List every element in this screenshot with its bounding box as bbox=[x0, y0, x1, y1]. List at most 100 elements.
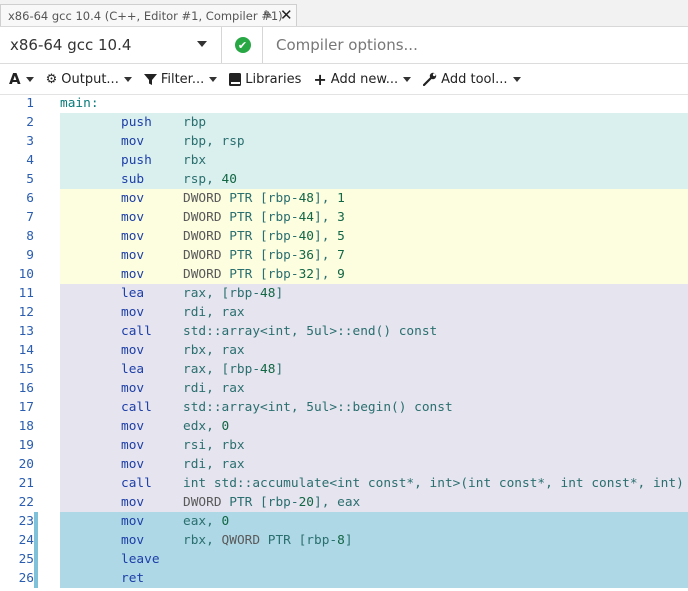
code-line[interactable]: 10 mov DWORD PTR [rbp-32], 9 bbox=[0, 265, 688, 284]
asm-mnemonic: mov bbox=[121, 381, 145, 396]
asm-operands: DWORD PTR [rbp-32], 9 bbox=[183, 267, 345, 282]
filter-icon bbox=[143, 73, 157, 85]
plus-icon: + bbox=[313, 69, 327, 89]
line-number: 10 bbox=[18, 267, 34, 282]
asm-operands: rdi, rax bbox=[183, 305, 245, 320]
libraries-button[interactable]: Libraries bbox=[229, 72, 301, 87]
line-number: 23 bbox=[18, 514, 34, 529]
line-highlight bbox=[60, 265, 688, 284]
asm-operands: DWORD PTR [rbp-36], 7 bbox=[183, 248, 345, 263]
output-menu-button[interactable]: ⚙ Output... bbox=[46, 72, 132, 87]
asm-operands: rbx, QWORD PTR [rbp-8] bbox=[183, 533, 353, 548]
line-number: 14 bbox=[18, 343, 34, 358]
line-marker bbox=[34, 550, 38, 569]
line-marker bbox=[34, 569, 38, 588]
line-number: 9 bbox=[26, 248, 34, 263]
line-highlight bbox=[60, 569, 688, 588]
line-number: 11 bbox=[18, 286, 34, 301]
chevron-down-icon bbox=[123, 76, 132, 82]
asm-mnemonic: leave bbox=[121, 552, 160, 567]
line-number: 13 bbox=[18, 324, 34, 339]
asm-operands: DWORD PTR [rbp-44], 3 bbox=[183, 210, 345, 225]
chevron-down-icon bbox=[403, 76, 412, 82]
edit-pencil-icon[interactable]: ✎ bbox=[263, 8, 274, 22]
line-highlight bbox=[60, 550, 688, 569]
code-line[interactable]: 23 mov eax, 0 bbox=[0, 512, 688, 531]
asm-operands: rbp, rsp bbox=[183, 134, 245, 149]
line-number: 7 bbox=[26, 210, 34, 225]
line-highlight bbox=[60, 512, 688, 531]
line-number: 5 bbox=[26, 172, 34, 187]
compiler-tab[interactable]: x86-64 gcc 10.4 (C++, Editor #1, Compile… bbox=[0, 4, 297, 26]
line-number: 8 bbox=[26, 229, 34, 244]
chevron-down-icon bbox=[209, 76, 218, 82]
close-icon[interactable]: ✕ bbox=[280, 6, 293, 24]
asm-mnemonic: mov bbox=[121, 134, 145, 149]
asm-operands: std::array<int, 5ul>::begin() const bbox=[183, 400, 453, 415]
line-number: 15 bbox=[18, 362, 34, 377]
line-number: 25 bbox=[18, 552, 34, 567]
line-highlight bbox=[60, 170, 688, 189]
asm-mnemonic: mov bbox=[121, 229, 145, 244]
asm-mnemonic: mov bbox=[121, 438, 145, 453]
line-highlight bbox=[60, 246, 688, 265]
line-highlight bbox=[60, 341, 688, 360]
font-menu-button[interactable]: A bbox=[9, 70, 34, 88]
asm-operands: eax, 0 bbox=[183, 514, 230, 529]
add-new-button[interactable]: + Add new... bbox=[313, 69, 412, 89]
line-highlight bbox=[60, 398, 688, 417]
code-line[interactable]: 25 leave bbox=[0, 550, 688, 569]
compiler-bar: x86-64 gcc 10.4 ✔ bbox=[0, 27, 688, 64]
line-marker bbox=[34, 531, 38, 550]
line-number: 17 bbox=[18, 400, 34, 415]
asm-mnemonic: mov bbox=[121, 267, 145, 282]
compile-status[interactable]: ✔ bbox=[223, 27, 263, 63]
asm-mnemonic: mov bbox=[121, 514, 145, 529]
asm-mnemonic: mov bbox=[121, 457, 145, 472]
asm-operands: DWORD PTR [rbp-40], 5 bbox=[183, 229, 345, 244]
asm-mnemonic: mov bbox=[121, 210, 145, 225]
line-highlight bbox=[60, 436, 688, 455]
add-tool-button[interactable]: Add tool... bbox=[423, 72, 521, 87]
asm-operands: rdi, rax bbox=[183, 381, 245, 396]
line-highlight bbox=[60, 189, 688, 208]
code-line[interactable]: 7 mov DWORD PTR [rbp-44], 3 bbox=[0, 208, 688, 227]
chevron-down-icon bbox=[25, 76, 34, 82]
asm-operands: DWORD PTR [rbp-20], eax bbox=[183, 495, 361, 510]
line-number: 1 bbox=[26, 96, 34, 111]
line-number: 26 bbox=[18, 571, 34, 586]
filter-label: Filter... bbox=[160, 71, 205, 87]
line-number: 16 bbox=[18, 381, 34, 396]
asm-mnemonic: push bbox=[121, 153, 152, 168]
code-line[interactable]: 16 mov rdi, rax bbox=[0, 379, 688, 398]
asm-operands: DWORD PTR [rbp-48], 1 bbox=[183, 191, 345, 206]
asm-operands: rax, [rbp-48] bbox=[183, 286, 284, 301]
filter-menu-button[interactable]: Filter... bbox=[143, 71, 218, 87]
compiler-select[interactable]: x86-64 gcc 10.4 bbox=[0, 27, 222, 63]
code-line[interactable]: 8 mov DWORD PTR [rbp-40], 5 bbox=[0, 227, 688, 246]
asm-operands: std::array<int, 5ul>::end() const bbox=[183, 324, 438, 339]
line-marker bbox=[34, 512, 38, 531]
compiler-options-input[interactable] bbox=[264, 27, 688, 63]
